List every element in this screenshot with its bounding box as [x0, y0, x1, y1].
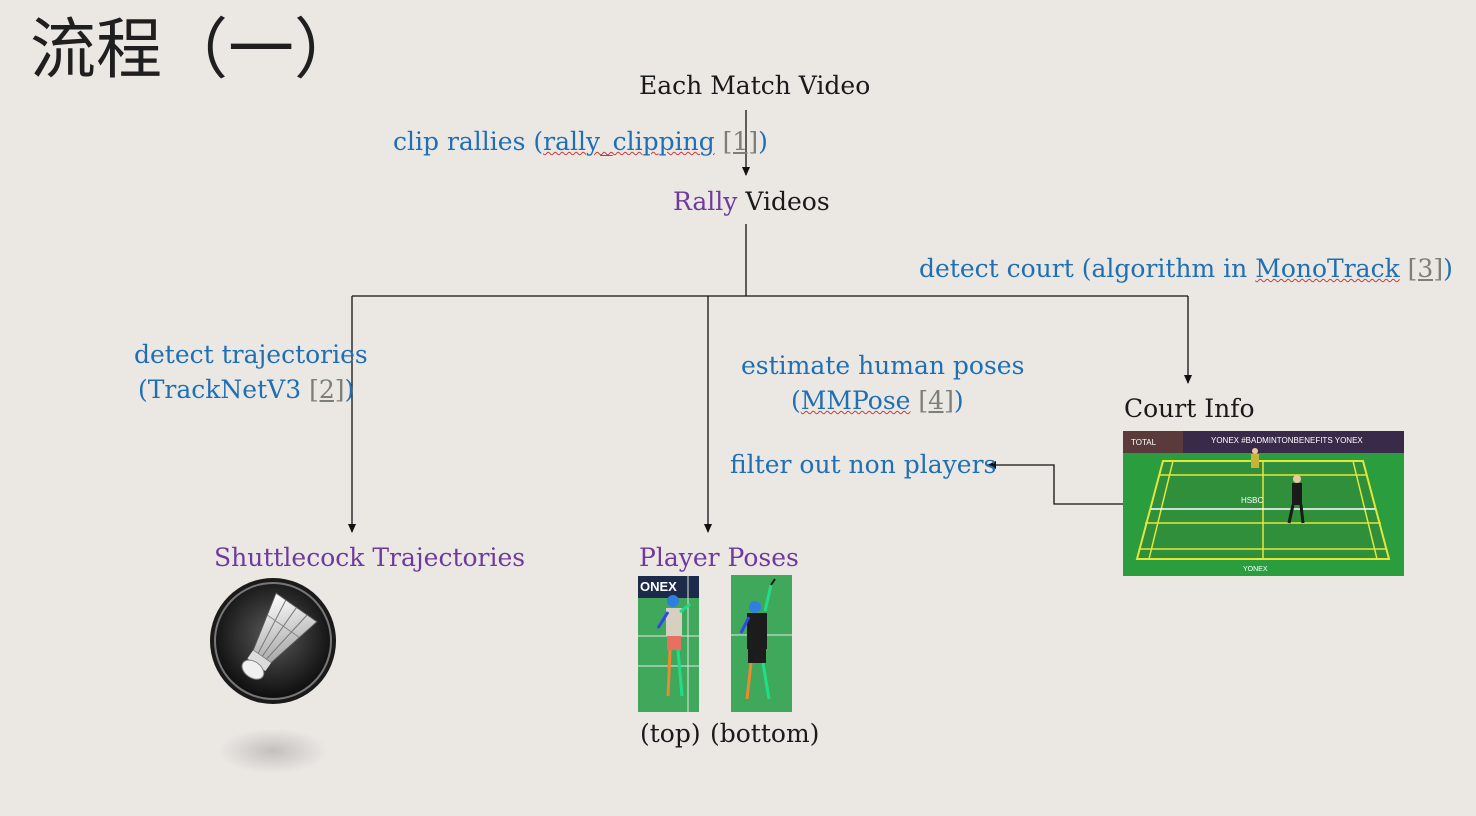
ref-1[interactable]: [1]	[722, 127, 759, 156]
shuttlecock-illustration	[210, 578, 336, 704]
edge-label-clip-rallies: clip rallies (rally_clipping [1])	[393, 127, 768, 157]
ref-3[interactable]: [3]	[1407, 254, 1444, 283]
link-mmpose[interactable]: MMPose	[800, 386, 911, 415]
pose-prefix: (	[791, 386, 801, 415]
videos-word: Videos	[737, 187, 830, 216]
ref-4[interactable]: [4]	[918, 386, 954, 415]
edge-label-filter-non-players: filter out non players	[730, 450, 997, 479]
rally-word: Rally	[673, 187, 738, 216]
player-pose-bottom-image	[731, 575, 792, 712]
clip-space	[715, 127, 723, 156]
node-player-poses: Player Poses	[639, 543, 799, 572]
court-illustration: TOTAL YONEX #BADMINTONBENEFITS YONEX HSB…	[1123, 431, 1404, 576]
edge-label-detect-court: detect court (algorithm in MonoTrack [3]…	[919, 254, 1453, 284]
caption-top: (top)	[640, 719, 701, 748]
pose-suffix: )	[953, 386, 964, 415]
pose-top-illustration: ONEX	[638, 576, 699, 712]
edge-label-tracknet: (TrackNetV3 [2])	[138, 375, 354, 405]
pose-top-banner: ONEX	[640, 579, 677, 594]
node-shuttlecock-trajectories: Shuttlecock Trajectories	[214, 543, 526, 572]
court-banner-left: TOTAL	[1131, 438, 1157, 447]
slide-title: 流程（一）	[30, 11, 360, 88]
edge-label-estimate-poses: estimate human poses	[741, 351, 1025, 380]
edge-label-detect-trajectories: detect trajectories	[134, 340, 368, 369]
court-space	[1400, 254, 1408, 283]
caption-bottom: (bottom)	[710, 719, 820, 748]
court-banner-right: YONEX #BADMINTONBENEFITS YONEX	[1211, 436, 1363, 445]
link-monotrack[interactable]: MonoTrack	[1255, 254, 1400, 283]
court-bottom-text: YONEX	[1243, 566, 1268, 573]
node-match-video: Each Match Video	[639, 71, 871, 100]
link-rally-clipping[interactable]: rally_clipping	[543, 127, 715, 156]
court-image: TOTAL YONEX #BADMINTONBENEFITS YONEX HSB…	[1123, 431, 1404, 576]
clip-suffix: )	[758, 127, 768, 156]
traj-prefix: (TrackNetV3	[138, 375, 310, 404]
traj-suffix: )	[344, 375, 355, 404]
player-pose-top-image: ONEX	[638, 576, 699, 712]
pose-bottom-illustration	[731, 575, 792, 712]
arrow-court-to-filter	[987, 461, 1123, 505]
edge-label-mmpose: (MMPose [4])	[791, 386, 964, 416]
court-sponsor: HSBC	[1241, 496, 1263, 505]
shuttlecock-icon	[208, 578, 338, 708]
ref-2[interactable]: [2]	[309, 375, 345, 404]
node-rally-videos: Rally Videos	[673, 187, 830, 217]
court-prefix: detect court (algorithm in	[919, 254, 1256, 283]
node-court-info: Court Info	[1124, 394, 1255, 423]
clip-prefix: clip rallies (	[393, 127, 544, 156]
shuttlecock-reflection	[218, 728, 328, 774]
court-suffix: )	[1443, 254, 1453, 283]
